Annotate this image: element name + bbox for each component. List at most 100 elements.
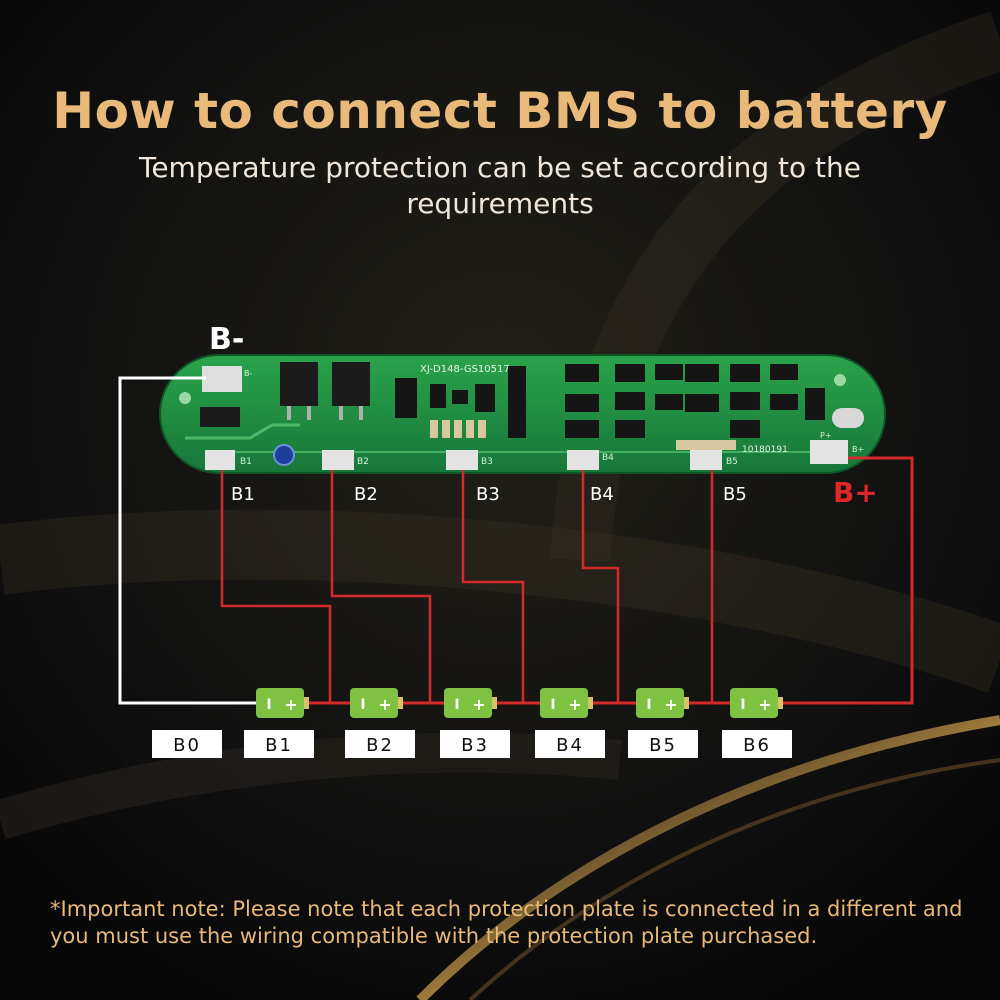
node-label-box: B5 — [628, 730, 698, 758]
cell-minus-symbol: I — [550, 697, 555, 713]
tap-label: B4 — [590, 484, 614, 505]
node-label: B6 — [743, 735, 771, 756]
tap-label: B5 — [723, 484, 747, 505]
wires — [118, 376, 914, 705]
battery-cell: I+ — [444, 688, 497, 718]
node-label: B3 — [461, 735, 489, 756]
cell-minus-symbol: I — [646, 697, 651, 713]
cell-body — [636, 688, 684, 718]
node-label-bg — [345, 730, 415, 758]
node-label-box: B2 — [345, 730, 415, 758]
silkscreen-b-plus: B+ — [852, 445, 864, 454]
battery-cell: I+ — [256, 688, 309, 718]
wire-b2 — [330, 470, 432, 703]
cell-minus-symbol: I — [740, 697, 745, 713]
node-label: B4 — [556, 735, 584, 756]
cell-terminal — [684, 697, 689, 709]
cell-body — [256, 688, 304, 718]
silkscreen-b-minus: B- — [244, 369, 252, 378]
wire-b-plus — [783, 456, 914, 705]
b-plus-label: B+ — [833, 476, 878, 509]
battery-cells: I+I+I+I+I+I+ — [256, 688, 783, 718]
cell-plus-symbol: + — [284, 695, 297, 714]
pcb-trace — [185, 423, 300, 440]
node-label-box: B4 — [535, 730, 605, 758]
cell-plus-symbol: + — [568, 695, 581, 714]
silkscreen-code: 10180191 — [742, 445, 788, 455]
node-label-bg — [628, 730, 698, 758]
smd-components — [395, 364, 825, 438]
cell-terminal — [492, 697, 497, 709]
battery-cell: I+ — [350, 688, 403, 718]
cell-terminal — [398, 697, 403, 709]
silkscreen-model: XJ-D148-GS10517 — [420, 364, 510, 375]
node-label: B0 — [173, 735, 201, 756]
node-label-box: B3 — [440, 730, 510, 758]
cell-minus-symbol: I — [360, 697, 365, 713]
important-note: *Important note: Please note that each p… — [50, 897, 963, 948]
pad-label: B5 — [726, 457, 738, 467]
page-title: How to connect BMS to battery — [52, 82, 948, 140]
mosfet-2-leads — [339, 406, 343, 420]
cell-terminal — [304, 697, 309, 709]
mounting-hole — [834, 374, 846, 386]
cell-plus-symbol: + — [472, 695, 485, 714]
mosfet-1 — [280, 362, 318, 406]
mosfet-1-leads — [287, 406, 291, 420]
battery-cell: I+ — [540, 688, 593, 718]
node-label-bg — [535, 730, 605, 758]
cell-plus-symbol: + — [664, 695, 677, 714]
mosfet-2-leads — [359, 406, 363, 420]
node-labels: B0 B1 B2 B3 B4 B5 B6 — [152, 730, 792, 758]
cell-terminal — [778, 697, 783, 709]
pad-b2 — [322, 450, 354, 470]
wire-b4 — [581, 470, 620, 703]
b-minus-pad — [202, 366, 242, 392]
cell-terminal — [588, 697, 593, 709]
node-label: B5 — [649, 735, 677, 756]
pad-label: B2 — [357, 457, 369, 467]
page-subtitle: Temperature protection can be set accord… — [138, 151, 862, 220]
p-plus-pad — [810, 440, 848, 464]
node-label: B2 — [366, 735, 394, 756]
pad-label: B4 — [602, 453, 614, 463]
node-label-bg — [244, 730, 314, 758]
wire-b1 — [220, 470, 332, 703]
shunt-resistor — [200, 407, 240, 427]
mounting-hole — [179, 392, 191, 404]
cell-body — [540, 688, 588, 718]
pad-b5 — [690, 450, 722, 470]
cell-body — [730, 688, 778, 718]
pad-label: B3 — [481, 457, 493, 467]
smd-resistors — [430, 420, 736, 450]
pad-b4 — [567, 450, 599, 470]
node-label-box: B6 — [722, 730, 792, 758]
pad-label: B1 — [240, 457, 252, 467]
tap-label: B1 — [231, 484, 255, 505]
silkscreen-p-plus: P+ — [820, 431, 832, 440]
mosfet-2 — [332, 362, 370, 406]
node-label-box: B0 — [152, 730, 222, 758]
tap-label: B2 — [354, 484, 378, 505]
node-label-box: B1 — [244, 730, 314, 758]
battery-cell: I+ — [636, 688, 689, 718]
mounting-slot — [832, 408, 864, 428]
node-label: B1 — [265, 735, 293, 756]
wire-b-minus — [118, 376, 256, 705]
battery-cell: I+ — [730, 688, 783, 718]
cell-minus-symbol: I — [266, 697, 271, 713]
cell-minus-symbol: I — [454, 697, 459, 713]
pad-b1 — [205, 450, 235, 470]
bms-board: B- XJ-D148-GS10517 — [159, 354, 886, 474]
cell-body — [444, 688, 492, 718]
thermistor-icon — [273, 444, 295, 466]
b-minus-label: B- — [209, 322, 244, 357]
cell-plus-symbol: + — [378, 695, 391, 714]
node-label-bg — [722, 730, 792, 758]
mosfet-1-leads — [307, 406, 311, 420]
tap-label: B3 — [476, 484, 500, 505]
pad-b3 — [446, 450, 478, 470]
node-label-bg — [152, 730, 222, 758]
